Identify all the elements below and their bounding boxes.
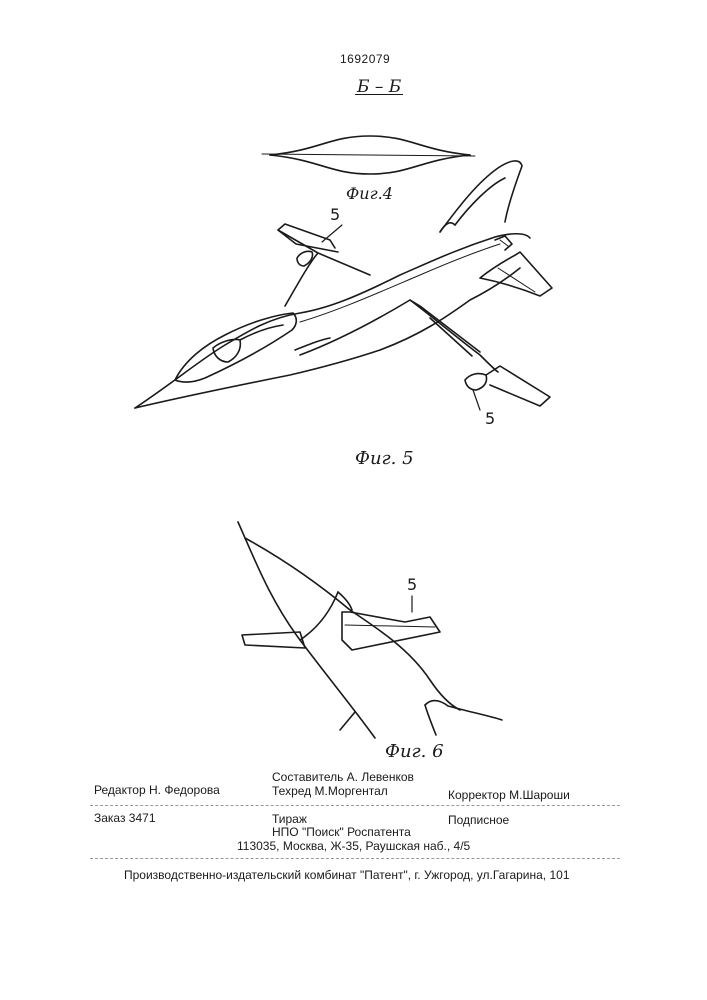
footer-divider-top [90,805,620,806]
footer-divider-bottom [90,858,620,859]
fig5-callout-upper: 5 [330,208,340,222]
footer-printer: Производственно-издательский комбинат "П… [124,868,570,882]
fig5-callout-lower: 5 [485,412,495,426]
fig5-aircraft [135,161,552,410]
fig5-caption: Фиг. 5 [355,452,414,466]
fig4-airfoil-section [262,136,475,174]
footer-compiler: Составитель А. Левенков [272,770,414,784]
footer-circulation: Тираж [272,812,307,826]
footer-corrector: Корректор М.Шароши [448,788,570,802]
fig6-callout: 5 [407,578,417,592]
footer-tech-editor: Техред М.Моргентал [272,784,388,798]
fig6-wing-detail [238,522,502,738]
footer-subscription: Подписное [448,813,509,827]
footer-editor: Редактор Н. Федорова [94,783,220,797]
footer-order: Заказ 3471 [94,811,156,825]
footer-address: 113035, Москва, Ж-35, Раушская наб., 4/5 [237,839,470,853]
fig6-caption: Фиг. 6 [385,745,444,759]
footer-organization: НПО "Поиск" Роспатента [272,825,411,839]
fig4-caption: Фиг.4 [346,187,393,201]
